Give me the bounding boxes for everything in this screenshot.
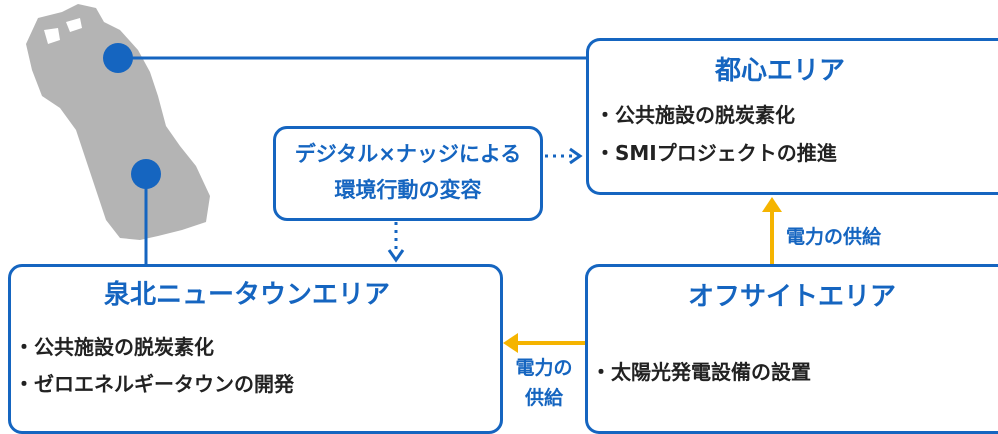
offsite-bullet-1: ・太陽光発電設備の設置 bbox=[591, 360, 811, 384]
urban-bullet-2: ・SMIプロジェクトの推進 bbox=[595, 141, 837, 165]
map-dot-senboku bbox=[131, 159, 161, 189]
digital-nudge-line2: 環境行動の変容 bbox=[334, 178, 482, 202]
city-map bbox=[26, 4, 210, 240]
urban-area-title: 都心エリア bbox=[715, 56, 846, 86]
digital-nudge-box bbox=[273, 126, 543, 221]
senboku-area-title: 泉北ニュータウンエリア bbox=[104, 280, 391, 310]
offsite-area-box bbox=[585, 264, 998, 434]
offsite-area-title: オフサイトエリア bbox=[688, 282, 897, 312]
senboku-bullet-2: ・ゼロエネルギータウンの開発 bbox=[14, 372, 294, 396]
urban-bullet-1: ・公共施設の脱炭素化 bbox=[595, 103, 795, 127]
map-coast-detail bbox=[44, 18, 82, 44]
urban-area-box bbox=[586, 38, 998, 195]
senboku-bullet-1: ・公共施設の脱炭素化 bbox=[14, 335, 214, 359]
senboku-area-box bbox=[8, 264, 503, 434]
supply-label-to-senboku-2: 供給 bbox=[524, 387, 563, 409]
supply-label-to-senboku-1: 電力の bbox=[515, 357, 573, 379]
supply-label-to-urban: 電力の供給 bbox=[786, 226, 882, 248]
digital-nudge-line1: デジタル×ナッジによる bbox=[294, 142, 522, 166]
map-dot-urban bbox=[103, 43, 133, 73]
